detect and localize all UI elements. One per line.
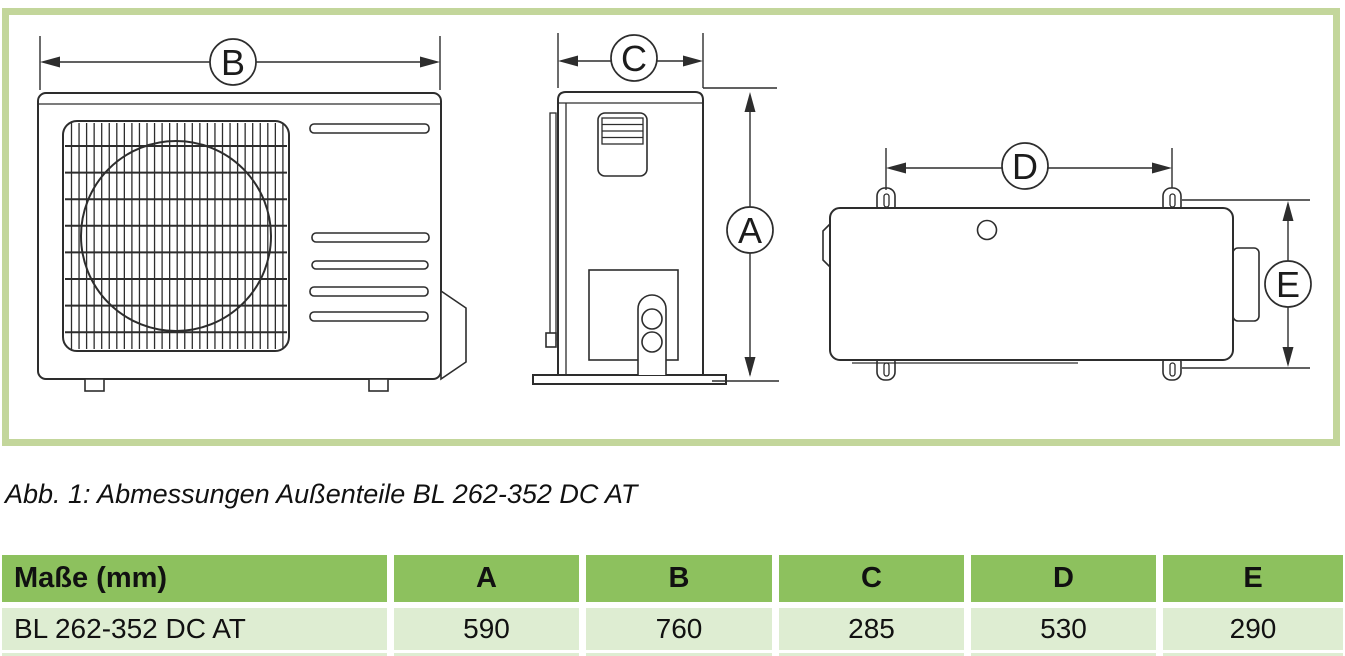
pipe-hole-top (641, 308, 663, 330)
dimension-b: B (39, 36, 441, 90)
dimension-e-label: E (1276, 264, 1300, 305)
dimension-e-circle (1264, 260, 1312, 308)
side-vent-box (597, 112, 648, 177)
connection-panel (588, 269, 679, 375)
dimension-a-label: A (738, 210, 762, 251)
cell-e: 290 (1163, 608, 1343, 650)
grille-horizontal-lines (65, 145, 287, 334)
arrow-up-icon (1282, 201, 1294, 221)
side-view: C (532, 33, 779, 385)
dimension-b-label: B (221, 42, 245, 83)
header-cell-c: C (779, 555, 964, 602)
arrow-down-icon (1282, 347, 1294, 367)
foot-slot (1169, 193, 1176, 208)
arrow-right-icon (1152, 162, 1172, 174)
header-cell-a: A (394, 555, 579, 602)
arrow-right-icon (420, 56, 440, 68)
grille-vertical-lines (70, 123, 284, 349)
cell-c: 285 (779, 608, 964, 650)
dimension-c-label: C (621, 38, 647, 79)
dimension-b-circle (209, 38, 257, 86)
front-corner-flap (440, 289, 467, 381)
dimension-d-label: D (1012, 146, 1038, 187)
table-header-row: Maße (mm) A B C D E (2, 555, 1343, 602)
dimension-a-circle (726, 206, 774, 254)
right-protrusion (1232, 247, 1260, 322)
dimension-a: A (703, 87, 779, 382)
header-cell-masse: Maße (mm) (2, 555, 387, 602)
top-view: D E (822, 142, 1312, 381)
dimension-e: E (1182, 199, 1312, 369)
table-next-row-sliver (2, 653, 1343, 656)
pipe-hole-bottom (641, 331, 663, 353)
front-foot-right (368, 378, 389, 392)
dimension-c-circle (610, 34, 658, 82)
front-view: B (37, 36, 467, 392)
arrow-left-icon (886, 162, 906, 174)
top-body (829, 207, 1234, 361)
arrow-left-icon (40, 56, 60, 68)
dimension-drawing: B (37, 33, 1312, 392)
fan-grille (62, 120, 290, 352)
vent-slots (309, 123, 430, 322)
dimension-d-circle (1001, 142, 1049, 190)
side-rear-foot (545, 332, 557, 348)
foot-slot (883, 362, 890, 377)
arrow-left-icon (558, 55, 578, 67)
front-foot-left (84, 378, 105, 392)
header-cell-b: B (586, 555, 772, 602)
cell-a: 590 (394, 608, 579, 650)
arrow-right-icon (683, 55, 703, 67)
cell-d: 530 (971, 608, 1156, 650)
dimension-d: D (885, 142, 1173, 190)
cell-model: BL 262-352 DC AT (2, 608, 387, 650)
cell-b: 760 (586, 608, 772, 650)
arrow-up-icon (744, 92, 756, 112)
dimension-c: C (557, 33, 704, 88)
foot-slot (1169, 362, 1176, 377)
dimensions-table: Maße (mm) A B C D E BL 262-352 DC AT 590… (2, 555, 1343, 656)
side-rear-strip (549, 112, 557, 341)
table-row: BL 262-352 DC AT 590 760 285 530 290 (2, 608, 1343, 650)
foot-slot (883, 193, 890, 208)
top-hole (976, 219, 998, 241)
fan-circle (80, 140, 272, 332)
header-cell-e: E (1163, 555, 1343, 602)
header-cell-d: D (971, 555, 1156, 602)
figure-caption: Abb. 1: Abmessungen Außenteile BL 262-35… (5, 479, 638, 509)
arrow-down-icon (744, 357, 756, 377)
base-plate (532, 374, 727, 385)
